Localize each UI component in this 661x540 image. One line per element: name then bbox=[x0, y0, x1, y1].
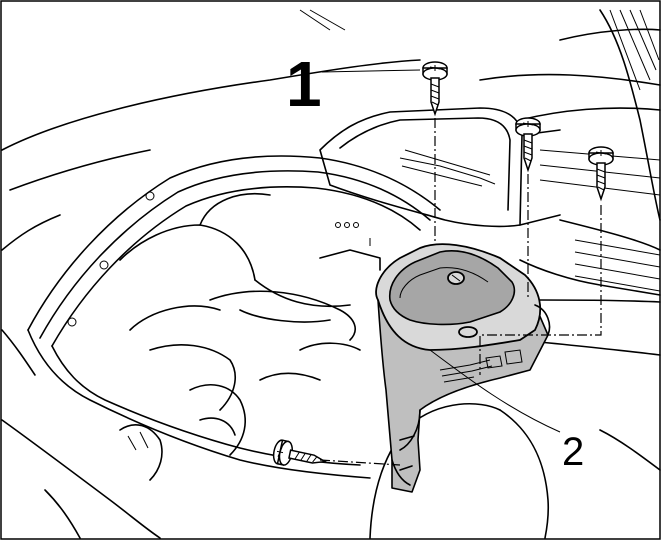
assembly-lines bbox=[319, 118, 602, 466]
screw-icon bbox=[588, 146, 614, 202]
callout-label-1: 1 bbox=[286, 48, 322, 120]
trunk-seal bbox=[27, 155, 441, 479]
trunk-interior bbox=[119, 193, 381, 481]
screw-icon bbox=[515, 117, 541, 173]
callout-label-2: 2 bbox=[562, 430, 585, 474]
screw-icon bbox=[272, 439, 328, 466]
rear-cover bbox=[319, 107, 661, 296]
screw-icon bbox=[422, 61, 448, 117]
component-2 bbox=[375, 243, 551, 493]
leader-lines bbox=[321, 69, 561, 433]
